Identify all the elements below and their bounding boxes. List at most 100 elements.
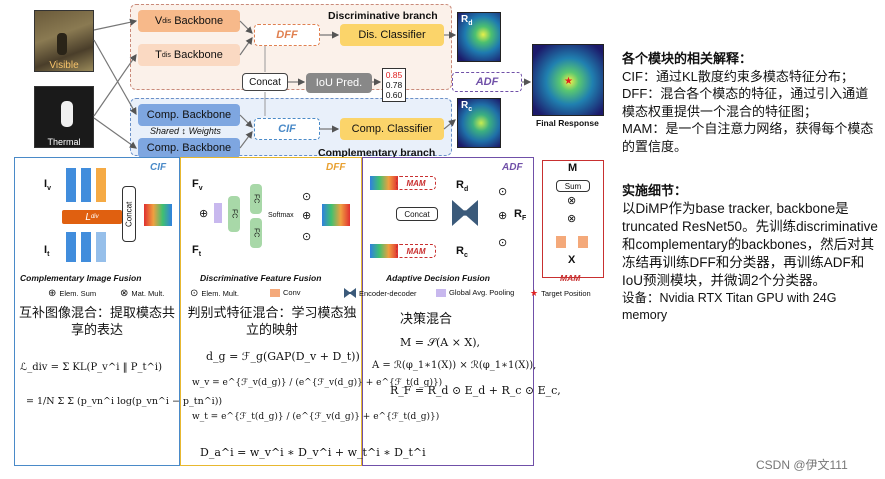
legend-encoder-decoder: Encoder-decoder	[344, 288, 417, 298]
visible-label: Visible	[49, 60, 79, 71]
cif-caption: Complementary Image Fusion	[20, 273, 142, 283]
legend-conv-label: Conv	[283, 288, 301, 297]
mam-mult-icon: ⊗	[567, 195, 577, 207]
cif-module: CIF	[254, 118, 320, 140]
dff-fc-label-2: FC	[252, 194, 260, 204]
mam-conv-left	[556, 236, 566, 248]
top-connectors	[93, 18, 532, 149]
adf-top-label: ADF	[475, 76, 499, 88]
adf-mam-bottom: MAM	[396, 244, 436, 258]
dff-softmax-label: Softmax	[268, 212, 294, 219]
adf-rd-label: Rd	[456, 179, 468, 193]
dff-module-label: DFF	[276, 29, 298, 41]
legend-mat-mult-label: Mat. Mult.	[131, 289, 165, 298]
legend-mat-mult-icon: ⊗	[120, 288, 129, 299]
mam-sum-block: Sum	[556, 180, 590, 192]
legend-encoder-decoder-icon	[344, 288, 356, 298]
dff-formula-3: w_t = e^{ℱ_t(d_g)} / (e^{ℱ_v(d_g)} + e^{…	[192, 412, 440, 422]
adf-formula-1: M = 𝒮(A × X),	[400, 336, 481, 349]
legend-target: ★ Target Position	[530, 288, 591, 299]
dff-mult-icon-1: ⊙	[302, 191, 312, 203]
dff-sum-icon-2: ⊕	[302, 210, 312, 222]
dff-formula-1: d_g = ℱ_g(GAP(D_v + D_t))	[206, 350, 360, 363]
v-dis-backbone-label: V	[154, 15, 163, 27]
final-response-label: Final Response	[536, 118, 599, 128]
dff-fc-block-2: FC	[250, 184, 262, 214]
thermal-label: Thermal	[47, 137, 81, 147]
cif-formula-2: = 1/N Σ Σ (p_vn^i log(p_vn^i − p_tn^i))	[26, 396, 223, 407]
dff-sum-icon: ⊕	[199, 208, 209, 220]
adf-panel-tag: ADF	[502, 162, 523, 173]
iou-scores: 0.85 0.78 0.60	[382, 68, 406, 102]
rc-heatmap: Rc	[457, 98, 501, 148]
cif-top-blocks	[66, 168, 116, 202]
implementation-line-1: 以DiMP作为base tracker, backbone是truncated …	[622, 200, 878, 288]
rc-heatmap-label: Rc	[461, 100, 472, 113]
t-dis-suffix: Backbone	[170, 49, 223, 61]
mam-panel	[542, 160, 604, 278]
rd-heatmap-label: Rd	[461, 14, 473, 27]
adf-sum-icon: ⊕	[498, 210, 508, 222]
legend-mat-mult: ⊗ Mat. Mult.	[120, 288, 164, 299]
adf-rc-letter: R	[456, 245, 464, 257]
legend-elem-sum-label: Elem. Sum	[59, 289, 97, 298]
adf-concat-label: Concat	[404, 209, 430, 219]
rd-heatmap-r: R	[461, 14, 469, 25]
comp-backbone-top-label: Comp. Backbone	[146, 109, 232, 121]
dff-mult-icon-2: ⊙	[302, 231, 312, 243]
adf-rd-sub: d	[463, 186, 469, 194]
comp-backbone-top: Comp. Backbone	[138, 104, 240, 126]
iou-score-2: 0.78	[385, 80, 403, 90]
dff-gap-block	[214, 203, 222, 223]
cif-panel	[14, 157, 180, 466]
adf-bottom-features	[370, 244, 398, 258]
dff-ft-label: Ft	[192, 244, 201, 258]
legend-conv-swatch	[270, 288, 280, 297]
mam-mult-icon-2: ⊗	[567, 213, 577, 225]
cif-formula-1: ℒ_div = Σ KL(P_v^i ‖ P_t^i)	[20, 362, 162, 373]
adf-rf-sub: F	[521, 215, 527, 223]
cif-panel-tag: CIF	[150, 162, 167, 173]
adf-mam-top: MAM	[396, 176, 436, 190]
comp-classifier-label: Comp. Classifier	[351, 123, 433, 135]
adf-rf-label: RF	[514, 208, 526, 222]
dff-formula-4: D_a^i = w_v^i ∗ D_v^i + w_t^i ∗ D_t^i	[200, 446, 426, 459]
concat-label: Concat	[249, 76, 281, 88]
mam-x-label: X	[568, 254, 576, 266]
visible-image: Visible	[34, 10, 94, 72]
cif-section-title: 互补图像混合：提取模态共享的表达	[18, 305, 175, 337]
explanation-line-3: MAM：是一个自注意力网络，获得每个模态的置信度。	[622, 121, 874, 154]
cif-it-label: It	[44, 244, 49, 258]
cif-output-features	[144, 204, 172, 226]
legend-elem-mult-icon: ⊙	[190, 288, 199, 299]
adf-top-features	[370, 176, 398, 190]
rc-heatmap-r: R	[461, 100, 469, 111]
mam-conv-right	[578, 236, 588, 248]
adf-rc-label: Rc	[456, 245, 468, 259]
dff-fc-block-3: FC	[250, 218, 262, 248]
adf-rf-letter: R	[514, 208, 522, 220]
adf-mult-icon-2: ⊙	[498, 237, 508, 249]
legend-conv: Conv	[270, 288, 301, 297]
adf-mult-icon-1: ⊙	[498, 186, 508, 198]
dff-panel	[180, 157, 362, 466]
legend-target-label: Target Position	[541, 289, 591, 298]
cif-concat-block: Concat	[122, 186, 136, 242]
adf-mam-top-label: MAM	[406, 178, 426, 188]
dff-fv-sub: v	[198, 185, 203, 193]
watermark: CSDN @伊文111	[756, 458, 848, 472]
dff-fv-label: Fv	[192, 178, 203, 192]
legend-gap: Global Avg. Pooling	[436, 288, 514, 297]
implementation-line-2: 设备：Nvidia RTX Titan GPU with 24G memory	[622, 290, 837, 322]
cif-it-letter: I	[44, 244, 48, 256]
rd-heatmap: Rd	[457, 12, 501, 62]
legend-elem-sum: ⊕ Elem. Sum	[48, 288, 96, 299]
cif-ldiv-sub: div	[90, 214, 99, 220]
adf-formula-2: A = ℛ(φ_1∗1(X)) × ℛ(φ_1∗1(X)),	[372, 360, 537, 371]
adf-caption: Adaptive Decision Fusion	[386, 273, 490, 283]
t-dis-sub: dis	[161, 51, 171, 59]
cif-concat-label: Concat	[124, 201, 134, 227]
dff-fv-letter: F	[192, 178, 199, 190]
